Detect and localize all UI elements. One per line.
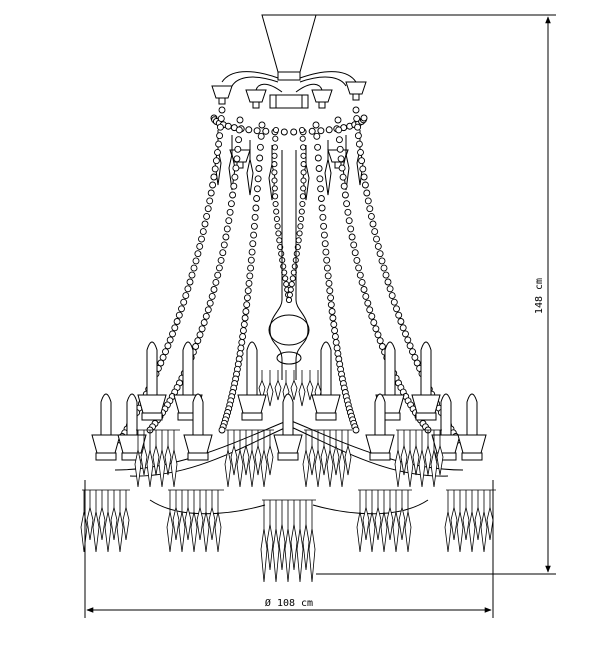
central-stem xyxy=(268,150,310,380)
upper-arms xyxy=(221,71,357,93)
top-cup xyxy=(261,14,317,109)
lower-crystal-drops xyxy=(80,429,496,583)
width-dimension xyxy=(84,480,494,618)
height-dimension xyxy=(316,14,556,575)
height-label: 148 cm xyxy=(534,278,545,314)
candles xyxy=(91,341,487,461)
middle-crystal-drops xyxy=(258,370,322,407)
width-label: Ø 108 cm xyxy=(265,597,313,609)
